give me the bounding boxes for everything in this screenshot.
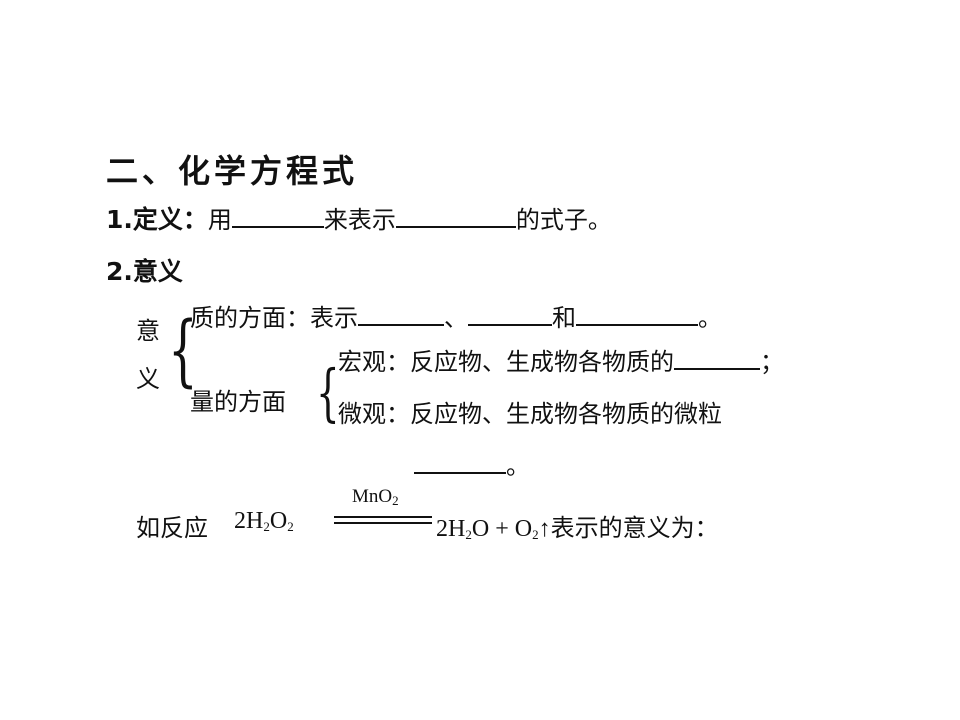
reactant-o: O — [269, 508, 288, 534]
macro-text: 反应物、生成物各物质的 — [410, 348, 674, 376]
micro-end: 。 — [506, 452, 530, 480]
example-prefix: 如反应 — [136, 514, 208, 542]
micro-label: 微观： — [338, 400, 410, 428]
brace-outer: { — [168, 306, 198, 396]
product1-o: O — [471, 516, 490, 542]
meaning-label: 2.意义 — [106, 257, 183, 286]
product-formula: 2H2O + O2↑表示的意义为： — [436, 508, 719, 543]
macro-label: 宏观： — [338, 348, 410, 376]
section-heading: 二、化学方程式 — [106, 152, 359, 190]
macro-blank — [674, 346, 760, 370]
reaction-line-top — [334, 516, 432, 518]
meaning-side-char-2: 义 — [136, 365, 160, 393]
definition-blank-2 — [395, 204, 516, 228]
reactant-sub-1: 2 — [263, 519, 270, 534]
meaning-side-char-1: 意 — [136, 317, 160, 345]
quality-label: 质的方面： — [190, 304, 310, 332]
definition-line: 1.定义：用 来表示 的式子。 — [106, 200, 612, 236]
quality-sep-2: 和 — [552, 304, 576, 332]
micro-text: 反应物、生成物各物质的微粒 — [410, 400, 722, 428]
product2-o: O — [514, 516, 533, 542]
micro-blank — [414, 450, 506, 474]
quantity-label: 量的方面 — [190, 388, 286, 416]
definition-text-1: 用 — [207, 206, 232, 234]
definition-blank-1 — [231, 204, 324, 228]
catalyst-text: MnO — [352, 486, 393, 507]
reactant-coef: 2H — [234, 508, 264, 534]
quality-blank-3 — [576, 302, 698, 326]
product1-sub: 2 — [465, 527, 472, 542]
reaction-line-bottom — [334, 522, 432, 524]
gas-arrow-icon: ↑ — [538, 516, 551, 542]
definition-text-2: 来表示 — [323, 206, 396, 234]
example-suffix: 表示的意义为： — [550, 516, 719, 542]
macro-row: 宏观：反应物、生成物各物质的 ； — [338, 342, 784, 377]
macro-end: ； — [760, 348, 784, 376]
reactant-formula: 2H2O2 — [234, 508, 294, 535]
micro-row: 微观：反应物、生成物各物质的微粒 — [338, 394, 722, 429]
micro-blank-row: 。 — [414, 446, 530, 481]
definition-label: 1.定义： — [106, 205, 208, 234]
plus-sign: + — [495, 516, 509, 542]
brace-inner: { — [316, 356, 340, 429]
catalyst-sub: 2 — [392, 493, 399, 508]
reactant-sub-2: 2 — [287, 519, 294, 534]
quality-row: 质的方面：表示 、 和 。 — [190, 298, 722, 333]
quality-end: 。 — [698, 304, 722, 332]
definition-text-3: 的式子。 — [515, 206, 612, 234]
quality-blank-2 — [468, 302, 552, 326]
product1-coef: 2H — [436, 516, 466, 542]
quality-sep-1: 、 — [444, 304, 468, 332]
catalyst-label: MnO2 — [352, 486, 399, 509]
quality-text: 表示 — [310, 304, 358, 332]
quality-blank-1 — [358, 302, 444, 326]
product2-sub: 2 — [532, 527, 539, 542]
